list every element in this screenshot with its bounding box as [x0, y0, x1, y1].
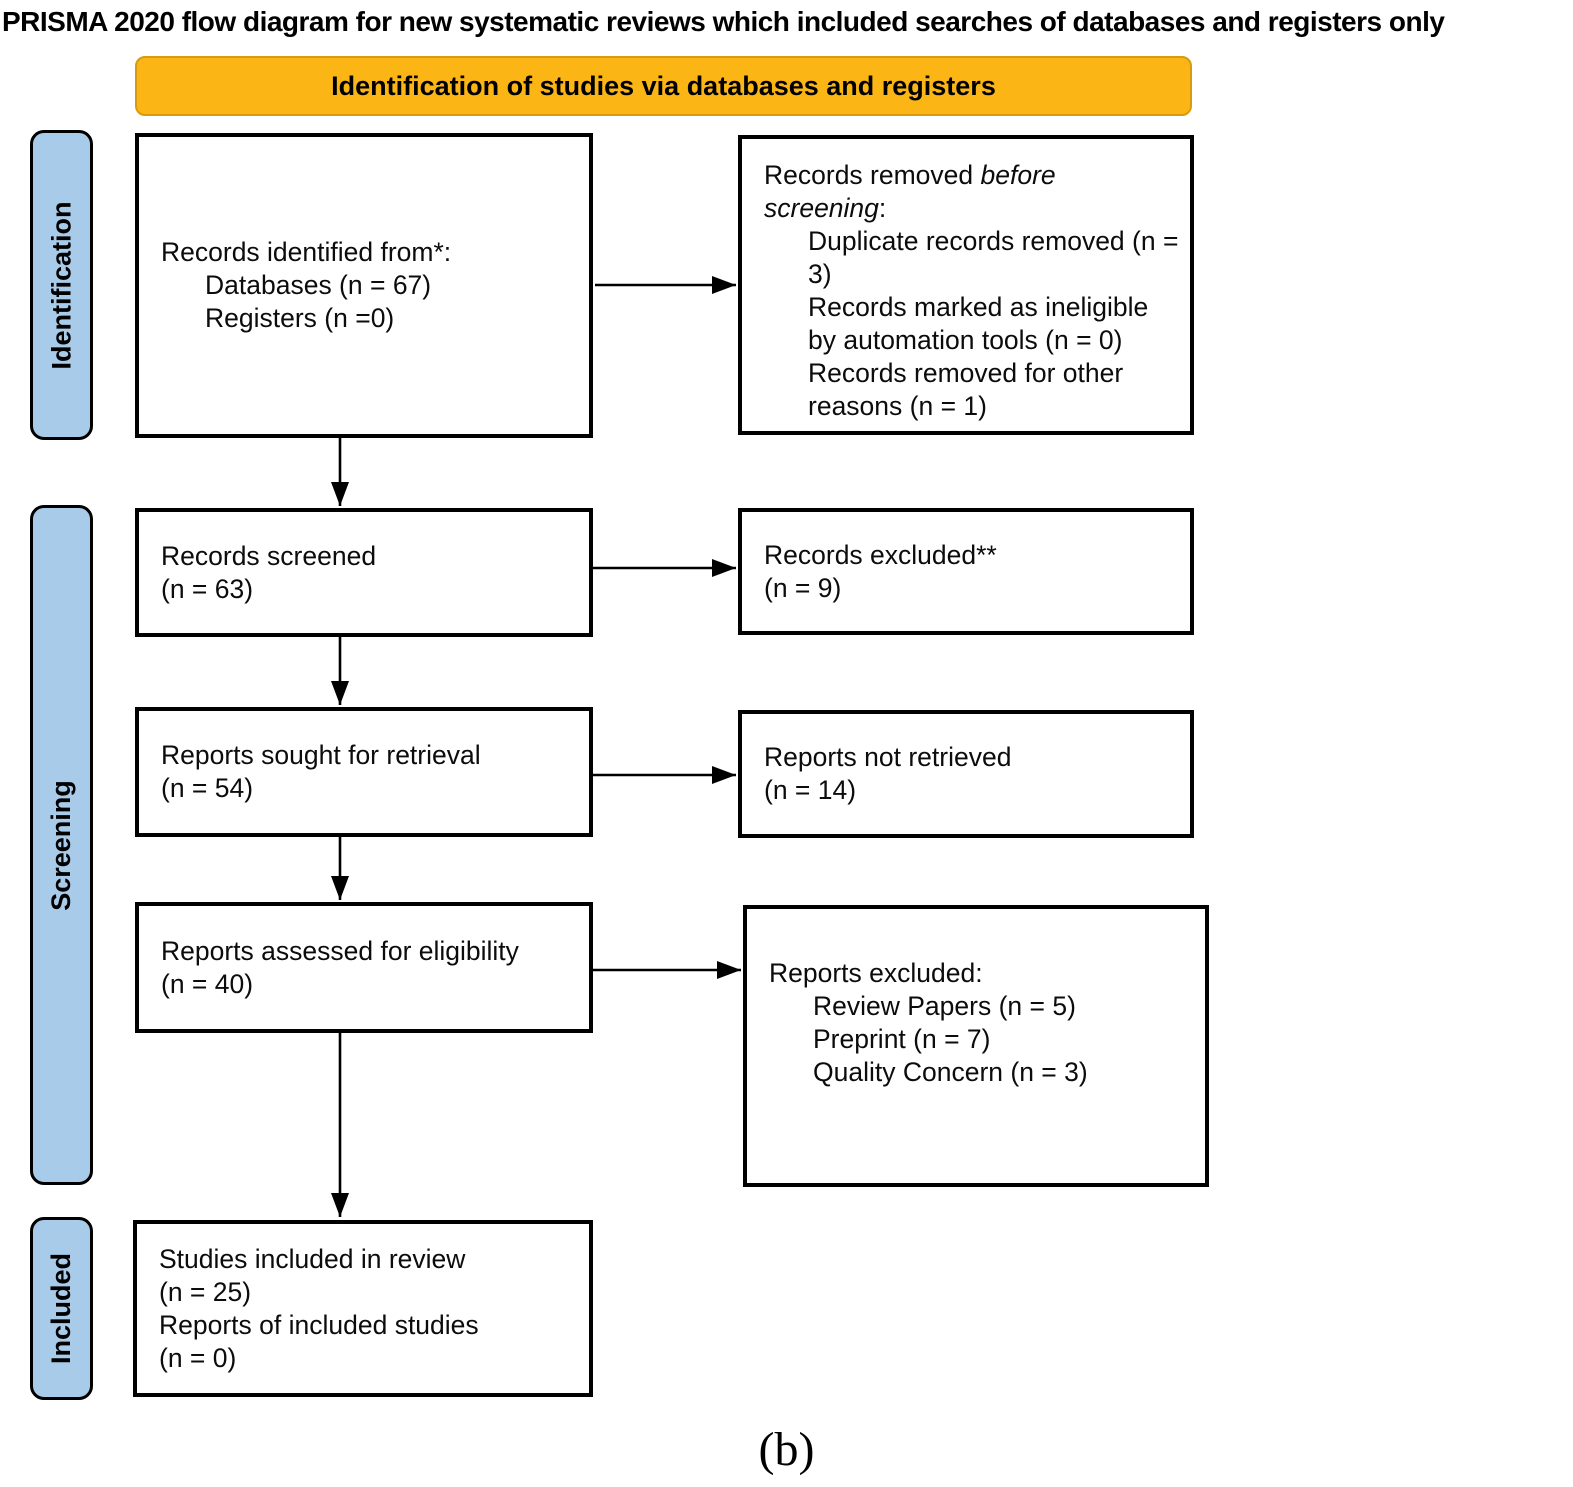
- box-reports-assessed: Reports assessed for eligibility (n = 40…: [135, 902, 593, 1033]
- box-line: (n = 9): [764, 572, 842, 603]
- box-records-screened: Records screened (n = 63): [135, 508, 593, 637]
- box-line: Duplicate records removed (n = 3): [808, 226, 1179, 289]
- box-studies-included: Studies included in review (n = 25) Repo…: [133, 1220, 593, 1397]
- stage-tab-screening: Screening: [30, 505, 93, 1185]
- box-line: Reports assessed for eligibility: [161, 935, 519, 966]
- box-line: Records removed before screening:: [764, 160, 1056, 223]
- box-line: Registers (n =0): [205, 303, 395, 333]
- box-line: Preprint (n = 7): [813, 1024, 991, 1054]
- box-line: (n = 14): [764, 775, 857, 805]
- box-reports-not-retrieved: Reports not retrieved (n = 14): [738, 710, 1194, 838]
- box-line: Reports not retrieved: [764, 742, 1012, 772]
- banner-label: Identification of studies via databases …: [331, 70, 996, 101]
- box-line: Records excluded**: [764, 539, 997, 570]
- box-line: Reports of included studies: [159, 1309, 479, 1340]
- box-reports-excluded: Reports excluded: Review Papers (n = 5) …: [743, 905, 1209, 1187]
- stage-tab-identification: Identification: [30, 130, 93, 440]
- box-line: Review Papers (n = 5): [813, 991, 1076, 1021]
- box-line: (n = 54): [161, 773, 254, 803]
- box-line: Studies included in review: [159, 1243, 466, 1274]
- box-line: Reports excluded:: [769, 958, 983, 988]
- box-line: Records screened: [161, 540, 377, 571]
- page-title: PRISMA 2020 flow diagram for new systema…: [2, 6, 1445, 37]
- box-line: Records removed for other reasons (n = 1…: [808, 358, 1124, 421]
- subfigure-caption: (b): [758, 1423, 815, 1476]
- box-records-excluded: Records excluded** (n = 9): [738, 508, 1194, 635]
- stage-tab-included: Included: [30, 1217, 93, 1400]
- box-records-removed: Records removed before screening: Duplic…: [738, 135, 1194, 435]
- box-line: Quality Concern (n = 3): [813, 1057, 1088, 1087]
- box-line: (n = 63): [161, 573, 254, 604]
- box-records-identified: Records identified from*: Databases (n =…: [135, 133, 593, 438]
- box-line: Databases (n = 67): [205, 270, 432, 300]
- stage-tab-included-label: Included: [46, 1252, 77, 1365]
- stage-tab-screening-label: Screening: [46, 779, 77, 911]
- box-line: Reports sought for retrieval: [161, 740, 481, 770]
- box-reports-sought: Reports sought for retrieval (n = 54): [135, 707, 593, 837]
- box-line: (n = 0): [159, 1342, 237, 1373]
- identification-banner: Identification of studies via databases …: [135, 56, 1192, 116]
- box-line: (n = 40): [161, 968, 254, 999]
- box-line: (n = 25): [159, 1276, 252, 1307]
- box-line: Records identified from*:: [161, 237, 452, 267]
- stage-tab-identification-label: Identification: [46, 201, 76, 369]
- box-line: Records marked as ineligible by automati…: [808, 292, 1149, 355]
